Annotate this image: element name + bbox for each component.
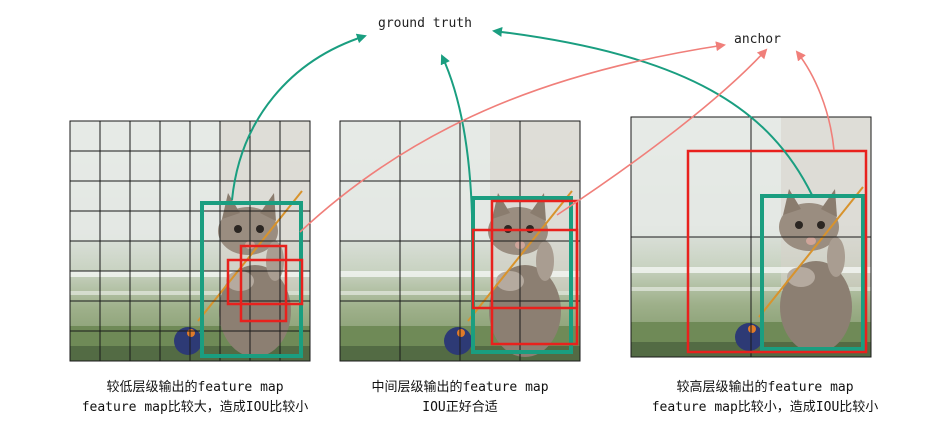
anchor-arrow-2 — [556, 48, 768, 216]
panel-1-grid — [70, 121, 310, 361]
ground-truth-label: ground truth — [378, 16, 472, 31]
panel-2-grid — [340, 121, 580, 361]
panel-1-caption: 较低层级输出的feature map feature map比较大，造成IOU比… — [30, 378, 360, 418]
panel-2-caption-line1: 中间层级输出的feature map — [371, 380, 549, 395]
panel-2-caption: 中间层级输出的feature map IOU正好合适 — [300, 378, 620, 418]
anchor-arrow-1 — [299, 41, 726, 233]
panel-1-anchor-boxes — [226, 244, 304, 323]
panel-3-caption-line2: feature map比较小，造成IOU比较小 — [651, 400, 879, 415]
panel-1-anchor-box-b — [226, 258, 304, 306]
panel-1-caption-line1: 较低层级输出的feature map — [106, 380, 284, 395]
panel-3-caption-line1: 较高层级输出的feature map — [676, 380, 854, 395]
anchor-arrows — [299, 41, 835, 233]
panel-1-anchor-box-a — [239, 244, 288, 323]
panel-2-caption-line2: IOU正好合适 — [422, 400, 498, 415]
anchor-label: anchor — [734, 32, 781, 47]
ground-truth-arrow-2 — [440, 54, 473, 216]
panel-3-grid — [631, 117, 871, 357]
ground-truth-arrow-1 — [231, 33, 367, 201]
panel-3-caption: 较高层级输出的feature map feature map比较小，造成IOU比… — [595, 378, 935, 418]
anchor-arrow-3 — [795, 50, 835, 151]
panel-3-ground-truth-box — [760, 194, 865, 351]
panel-2-anchor-box-b — [471, 228, 579, 310]
ground-truth-arrow-3 — [492, 27, 813, 196]
panel-2-anchor-boxes — [471, 199, 579, 346]
panel-3-anchor-box — [686, 149, 868, 354]
ground-truth-arrows — [231, 27, 813, 216]
panel-1-caption-line2: feature map比较大，造成IOU比较小 — [81, 400, 309, 415]
